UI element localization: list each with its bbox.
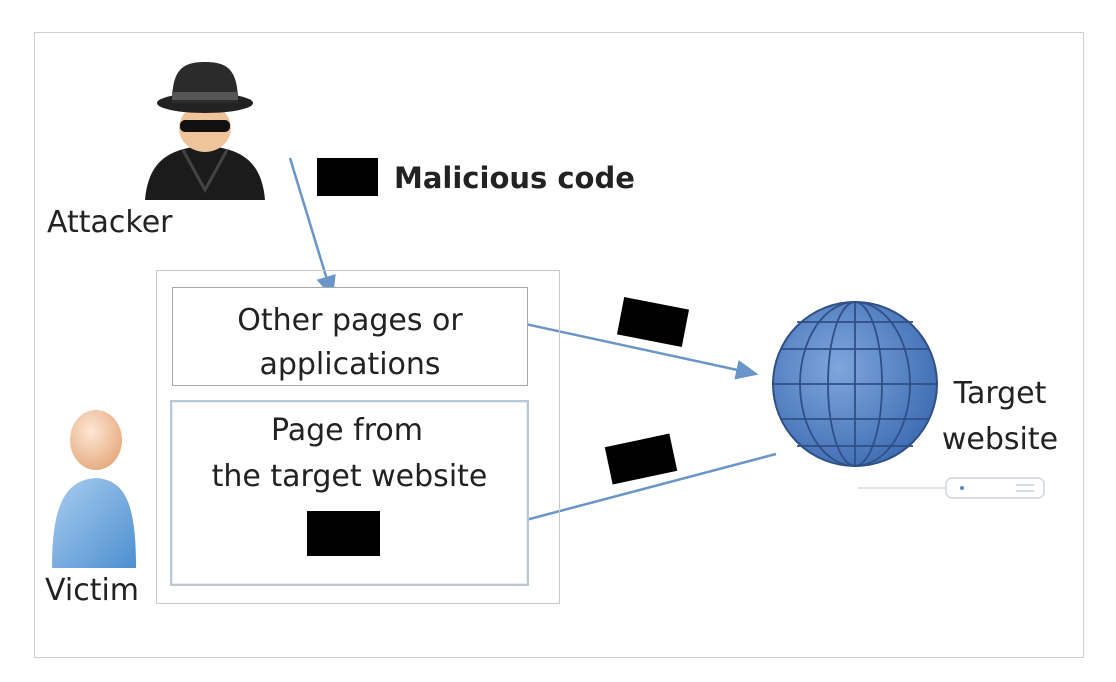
malicious-code-label: Malicious code xyxy=(394,161,635,195)
other-pages-line2: applications xyxy=(259,347,441,382)
victim-browser-container xyxy=(156,270,560,604)
target-page-line1: Page from xyxy=(271,413,423,448)
other-pages-box xyxy=(172,287,528,386)
arrow-attacker-to-pages xyxy=(288,157,336,299)
other-pages-line1: Other pages or xyxy=(237,303,463,338)
globe-icon xyxy=(772,301,938,467)
attacker-icon xyxy=(145,62,265,200)
target-website-line1: Target xyxy=(953,376,1047,411)
malicious-code-block-in-page xyxy=(307,511,380,556)
arrow-target-to-page xyxy=(485,452,777,535)
target-website-line2: website xyxy=(941,422,1059,457)
server-icon xyxy=(858,477,1045,499)
target-page-line2: the target website xyxy=(211,459,488,494)
attacker-label: Attacker xyxy=(47,205,173,240)
victim-label: Victim xyxy=(45,573,140,608)
malicious-code-legend-block xyxy=(317,158,378,196)
victim-icon xyxy=(52,410,136,568)
